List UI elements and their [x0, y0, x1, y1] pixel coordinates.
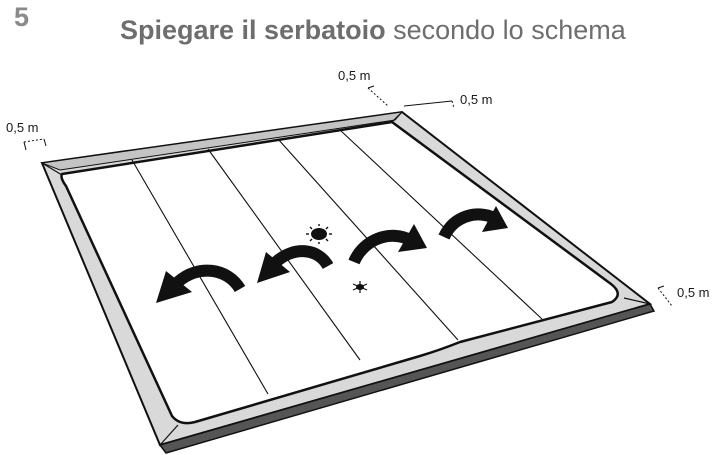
dimension-top-right-a: 0,5 m [338, 68, 389, 107]
dim-label-top-right-b: 0,5 m [460, 92, 493, 107]
dimension-top-left: 0,5 m [6, 120, 47, 151]
tank-liner [60, 120, 619, 425]
arrow-right-2-icon [438, 206, 508, 240]
title-bold: Spiegare il serbatoio [120, 15, 386, 45]
page-title: Spiegare il serbatoio secondo lo schema [120, 15, 626, 46]
dimension-top-right-b: 0,5 m [403, 92, 493, 109]
arrow-left-1-icon [156, 264, 246, 303]
title-rest: secondo lo schema [385, 15, 626, 45]
sun-icon [306, 224, 332, 244]
dim-label-top-left: 0,5 m [6, 120, 39, 135]
arrow-left-2-icon [257, 245, 334, 283]
spider-icon [352, 281, 368, 293]
dim-label-right: 0,5 m [677, 285, 710, 300]
step-number: 5 [14, 2, 30, 32]
unfold-arrows [156, 206, 508, 303]
dimension-right: 0,5 m [657, 285, 710, 307]
dim-label-top-right-a: 0,5 m [338, 68, 371, 83]
arrow-right-1-icon [348, 224, 427, 265]
